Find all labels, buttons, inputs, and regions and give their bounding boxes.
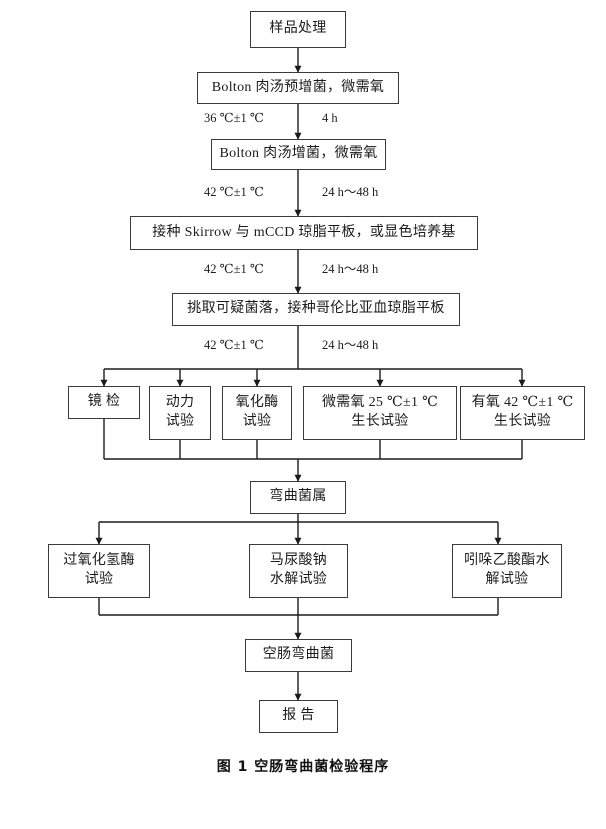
edge-label-temperature-3: 42 ℃±1 ℃ — [204, 262, 264, 276]
node-aerobic-42-growth-test[interactable]: 有氧 42 ℃±1 ℃ 生长试验 — [460, 386, 585, 440]
node-campylobacter-jejuni[interactable]: 空肠弯曲菌 — [245, 639, 352, 672]
node-oxidase-test[interactable]: 氧化酶 试验 — [222, 386, 292, 440]
node-indoxyl-acetate-hydrolysis-test-label: 吲哚乙酸酯水 解试验 — [464, 553, 550, 587]
node-catalase-test[interactable]: 过氧化氢酶 试验 — [48, 544, 150, 598]
node-motility-test-label: 动力 试验 — [165, 395, 195, 429]
node-catalase-test-label: 过氧化氢酶 试验 — [63, 553, 135, 587]
edge-label-time-2: 24 h～48 h — [322, 185, 379, 199]
node-pick-colony-label: 挑取可疑菌落，接种哥伦比亚血琼脂平板 — [187, 301, 445, 317]
node-plating[interactable]: 接种 Skirrow 与 mCCD 琼脂平板，或显色培养基 — [130, 216, 478, 250]
edge-label-temperature-2: 42 ℃±1 ℃ — [204, 185, 264, 199]
node-plating-label: 接种 Skirrow 与 mCCD 琼脂平板，或显色培养基 — [152, 224, 456, 240]
node-motility-test[interactable]: 动力 试验 — [149, 386, 211, 440]
node-campylobacter-jejuni-label: 空肠弯曲菌 — [262, 647, 335, 663]
edge-label-time-1: 4 h — [322, 111, 338, 125]
node-campylobacter-genus[interactable]: 弯曲菌属 — [250, 481, 346, 514]
node-enrichment-label: Bolton 肉汤增菌，微需氧 — [219, 146, 378, 162]
edge-label-time-4: 24 h～48 h — [322, 338, 379, 352]
node-campylobacter-genus-label: 弯曲菌属 — [269, 489, 327, 505]
node-preenrichment-label: Bolton 肉汤预增菌，微需氧 — [211, 79, 385, 95]
node-microscopy[interactable]: 镜 检 — [68, 386, 140, 419]
figure-caption: 图 1 空肠弯曲菌检验程序 — [216, 759, 390, 775]
node-sample[interactable]: 样品处理 — [250, 11, 346, 48]
node-microaerophilic-25-growth-test-label: 微需氧 25 ℃±1 ℃ 生长试验 — [321, 395, 439, 429]
node-report-label: 报 告 — [282, 708, 315, 724]
node-microscopy-label: 镜 检 — [87, 394, 121, 410]
edge-label-time-3: 24 h～48 h — [322, 262, 379, 276]
node-preenrichment[interactable]: Bolton 肉汤预增菌，微需氧 — [197, 72, 399, 104]
node-aerobic-42-growth-test-label: 有氧 42 ℃±1 ℃ 生长试验 — [471, 395, 574, 429]
node-report[interactable]: 报 告 — [259, 700, 338, 733]
node-indoxyl-acetate-hydrolysis-test[interactable]: 吲哚乙酸酯水 解试验 — [452, 544, 562, 598]
node-hippurate-hydrolysis-test-label: 马尿酸钠 水解试验 — [269, 553, 328, 587]
node-enrichment[interactable]: Bolton 肉汤增菌，微需氧 — [211, 139, 386, 170]
node-pick-colony[interactable]: 挑取可疑菌落，接种哥伦比亚血琼脂平板 — [172, 293, 460, 326]
node-hippurate-hydrolysis-test[interactable]: 马尿酸钠 水解试验 — [249, 544, 348, 598]
edge-label-temperature-4: 42 ℃±1 ℃ — [204, 338, 264, 352]
edge-label-temperature-1: 36 ℃±1 ℃ — [204, 111, 264, 125]
node-microaerophilic-25-growth-test[interactable]: 微需氧 25 ℃±1 ℃ 生长试验 — [303, 386, 457, 440]
node-sample-label: 样品处理 — [269, 21, 327, 37]
node-oxidase-test-label: 氧化酶 试验 — [235, 395, 279, 429]
